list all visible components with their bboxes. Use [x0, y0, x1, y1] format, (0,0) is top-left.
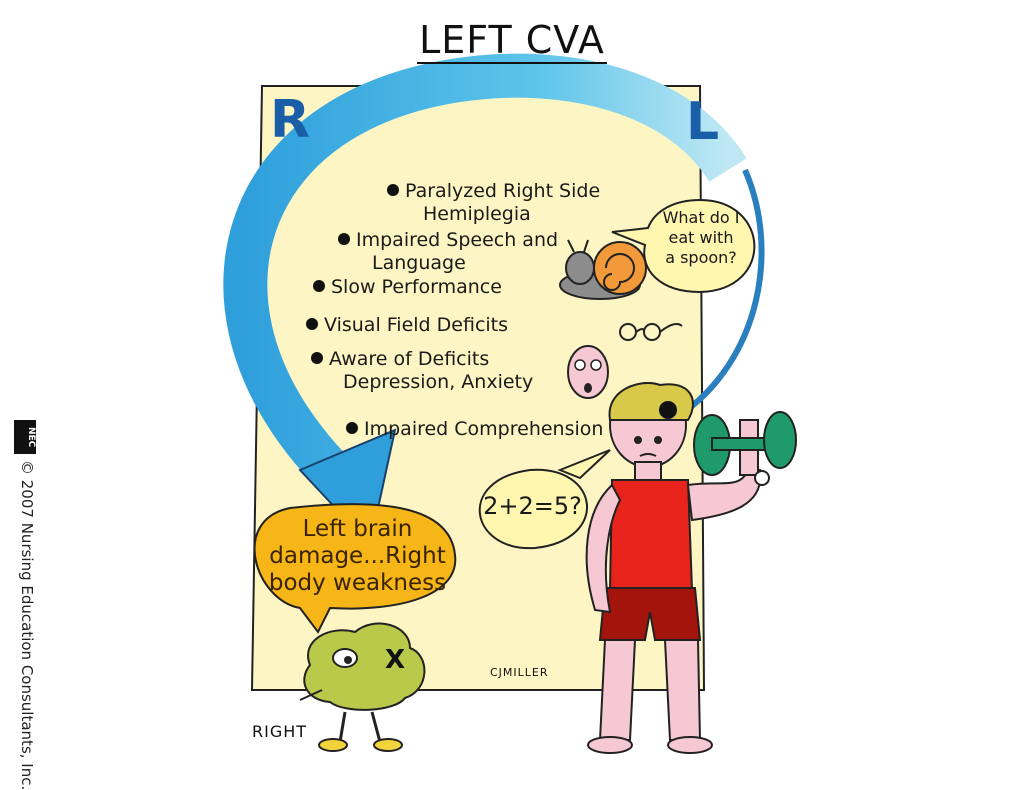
deficit-item: Impaired Comprehension — [346, 418, 603, 441]
bullet-icon — [387, 184, 399, 196]
deficit-item: Visual Field Deficits — [306, 314, 508, 337]
bullet-icon — [311, 352, 323, 364]
artist-signature: CJMILLER — [490, 666, 549, 679]
worried-face-illustration — [567, 345, 609, 399]
man-illustration — [585, 382, 770, 754]
math-bubble-text: 2+2=5? — [483, 492, 582, 520]
copyright-text: © 2007 Nursing Education Consultants, In… — [18, 460, 36, 790]
deficit-item: Impaired Speech and Language — [338, 229, 558, 275]
spoon-speech-bubble — [611, 198, 756, 294]
left-hemisphere-label: L — [686, 92, 720, 152]
deficit-item: Slow Performance — [313, 276, 502, 299]
right-label: RIGHT — [252, 722, 308, 741]
damage-bubble-text: Left brain damage...Right body weakness — [268, 516, 447, 596]
connector-line — [678, 168, 765, 418]
copyright-block: NEC © 2007 Nursing Education Consultants… — [14, 420, 36, 790]
snail-illustration — [559, 239, 647, 300]
curved-arrow — [223, 53, 747, 501]
glasses-illustration — [619, 323, 683, 341]
bullet-icon — [346, 422, 358, 434]
deficit-item: Paralyzed Right Side Hemiplegia — [387, 180, 600, 226]
math-thought-bubble — [478, 449, 611, 550]
damage-speech-bubble — [253, 503, 457, 634]
publisher-logo: NEC — [14, 420, 36, 454]
bullet-icon — [338, 233, 350, 245]
bullet-icon — [306, 318, 318, 330]
illustration-canvas: X — [223, 53, 797, 754]
x-mark: X — [385, 645, 405, 675]
brain-character-illustration — [299, 622, 426, 752]
right-hemisphere-label: R — [270, 90, 311, 150]
dumbbell-illustration — [693, 411, 797, 476]
page-title: LEFT CVA — [417, 18, 607, 64]
bullet-icon — [313, 280, 325, 292]
deficit-item: Aware of Deficits Depression, Anxiety — [311, 348, 533, 394]
spoon-bubble-text: What do I eat with a spoon? — [662, 208, 740, 267]
